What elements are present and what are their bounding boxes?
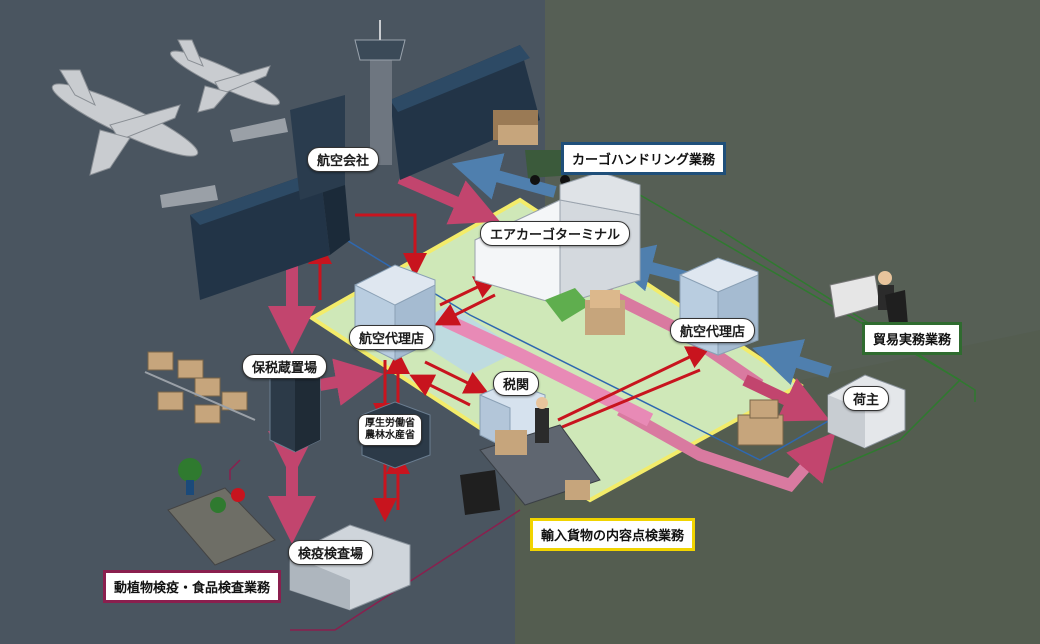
label-mhlw-maff: 厚生労働省 農林水産省: [358, 414, 422, 446]
red-arrow-agent-to-customs-1: [424, 360, 489, 394]
label-air-agent-left: 航空代理店: [349, 325, 435, 350]
category-trade-practice: 貿易実務業務: [862, 322, 963, 355]
label-shipper: 荷主: [843, 386, 890, 411]
red-arrow-agent-to-terminal-1: [439, 276, 499, 307]
storage-shelves-icon: [144, 351, 256, 424]
label-air-agent-right: 航空代理店: [670, 318, 756, 343]
green-line-2: [719, 229, 976, 402]
red-arrow-airline-to-agent: [355, 213, 427, 277]
pink-arrow-to-bonded: [318, 358, 384, 406]
cargo-boxes-icon: [737, 399, 784, 446]
airplane-icon-2: [169, 39, 281, 113]
maroon-line: [229, 459, 241, 480]
category-plant-animal-inspection: 動植物検疫・食品検査業務: [103, 570, 282, 603]
red-arrow-customs-to-agent-right: [557, 346, 711, 422]
red-arrow-terminal-to-agent: [434, 293, 496, 326]
category-import-inspection: 輸入貨物の内容点検業務: [530, 518, 696, 551]
label-customs: 税関: [493, 371, 540, 396]
airplane-icon: [51, 69, 199, 176]
category-cargo-handling: カーゴハンドリング業務: [561, 142, 727, 175]
floor-forklift-icon: [545, 288, 625, 335]
green-line: [639, 194, 962, 471]
trade-worker-icon: [829, 271, 908, 330]
pink-arrow-airline-to-terminal: [397, 172, 501, 225]
red-arrow-customs-to-agent: [409, 374, 471, 407]
label-quarantine-station: 検疫検査場: [288, 540, 374, 565]
plant-inspection-icon: [167, 458, 276, 566]
inspection-desk-icon: [460, 397, 601, 515]
maroon-line-2: [290, 509, 521, 631]
label-air-cargo-terminal: エアカーゴターミナル: [480, 221, 631, 246]
label-airline: 航空会社: [307, 147, 380, 172]
label-bonded-warehouse: 保税蔵置場: [242, 354, 328, 379]
pink-arrow-to-shipper: [617, 404, 836, 492]
airport-terminal-illustration: [160, 20, 540, 300]
blue-arrow-to-cargo: [451, 153, 557, 200]
blue-arrow-from-shipper: [752, 339, 832, 386]
